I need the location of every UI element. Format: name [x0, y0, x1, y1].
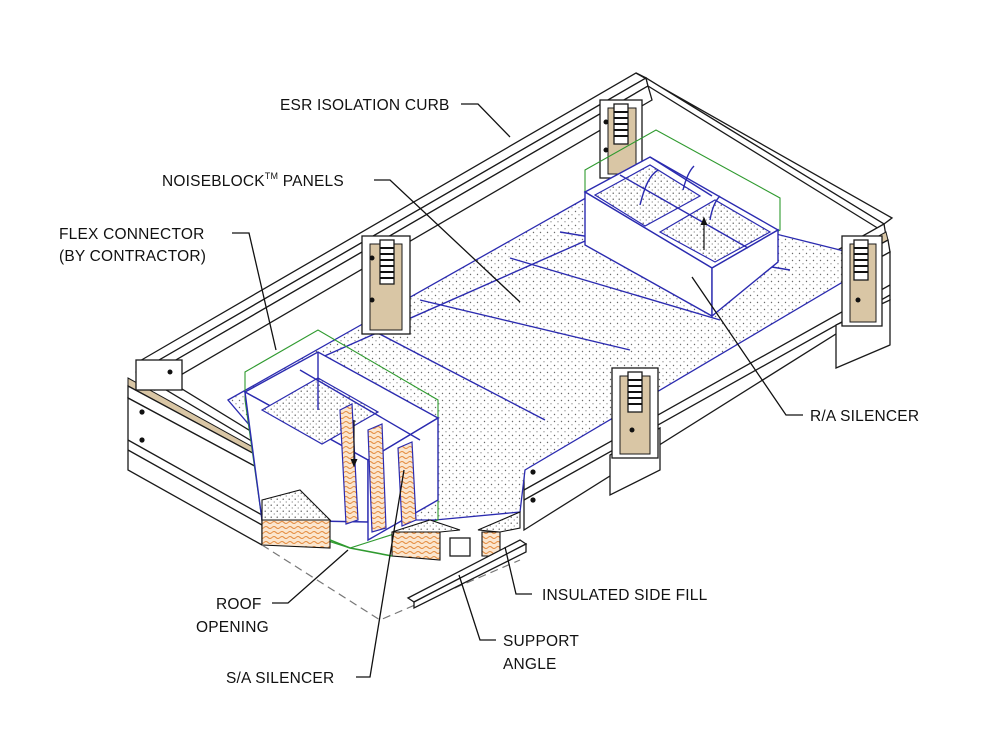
- label-sa-silencer: S/A SILENCER: [226, 670, 334, 687]
- support-angle: [406, 539, 528, 610]
- label-noiseblock-suffix: PANELS: [278, 173, 344, 190]
- label-flex-connector-note: (BY CONTRACTOR): [59, 248, 206, 265]
- label-noiseblock-tm: TM: [265, 171, 278, 181]
- sa-silencer: [243, 329, 440, 549]
- roof-opening: [261, 539, 521, 621]
- ra-silencer: [583, 129, 781, 318]
- spring-isolator-front: [611, 367, 659, 459]
- label-noiseblock-panels: NOISEBLOCKTM PANELS: [162, 171, 344, 190]
- label-ra-silencer: R/A SILENCER: [810, 408, 919, 425]
- leader-lines: [232, 103, 803, 678]
- label-insulated-side-fill: INSULATED SIDE FILL: [542, 587, 708, 604]
- spring-isolator-left: [135, 359, 183, 391]
- insulated-side-fill: [261, 489, 521, 561]
- label-noiseblock-name: NOISEBLOCK: [162, 173, 265, 190]
- leader-noiseblock: [374, 179, 521, 303]
- label-esr-isolation-curb: ESR ISOLATION CURB: [280, 97, 450, 114]
- label-flex-connector: FLEX CONNECTOR: [59, 226, 204, 243]
- leader-side-fill: [504, 546, 532, 595]
- spring-isolator-right: [841, 235, 883, 327]
- label-support-angle: SUPPORT: [503, 633, 579, 650]
- spring-isolator-back-left: [361, 235, 411, 335]
- label-roof-opening: ROOF: [216, 596, 262, 613]
- leader-flex-connector: [232, 232, 277, 351]
- leader-ra-silencer: [691, 276, 803, 416]
- leader-support-angle: [458, 574, 496, 641]
- leader-roof-opening: [272, 549, 349, 604]
- leader-sa-silencer: [356, 469, 405, 678]
- leader-esr-curb: [461, 103, 511, 138]
- label-roof-opening-line2: OPENING: [196, 619, 269, 636]
- label-support-angle-line2: ANGLE: [503, 656, 557, 673]
